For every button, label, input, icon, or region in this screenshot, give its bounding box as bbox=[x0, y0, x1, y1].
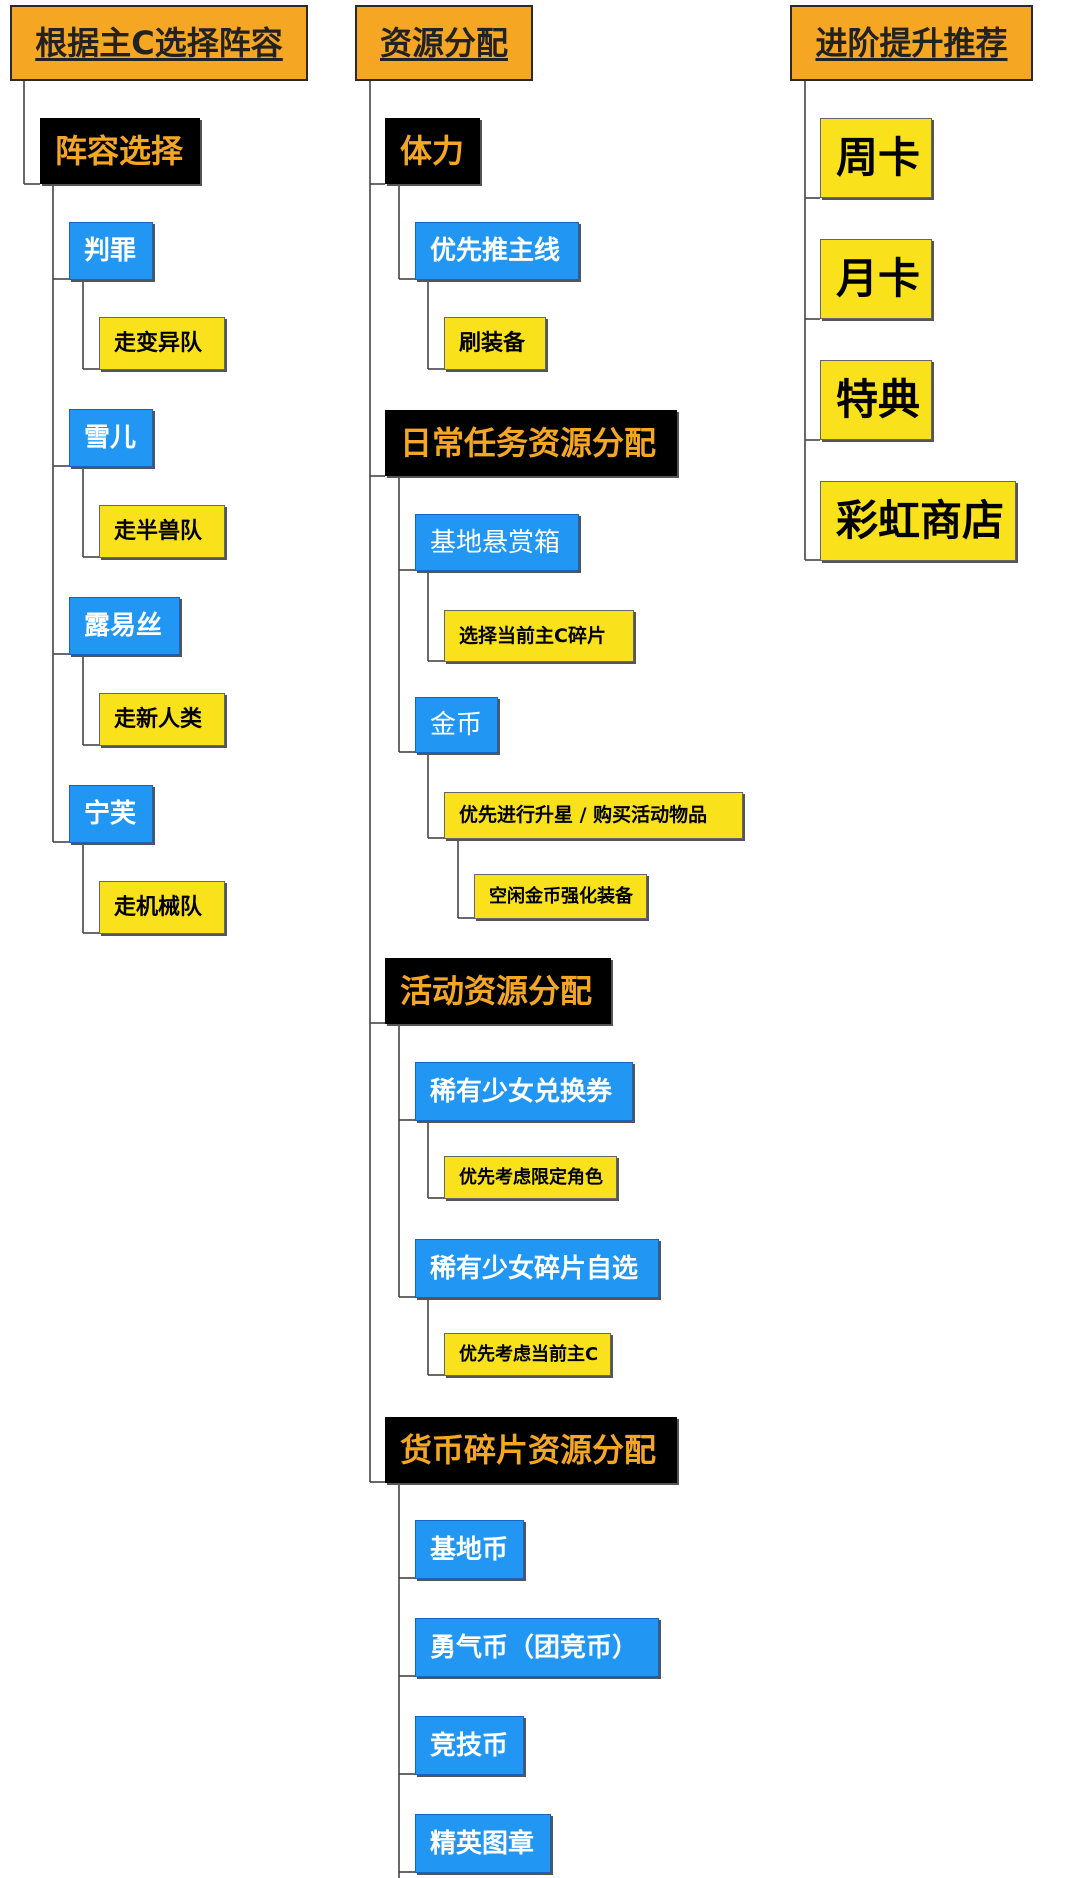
gold-enhance-equipment[interactable]: 空闲金币强化装备 bbox=[474, 874, 647, 919]
hero-xueer[interactable]: 雪儿 bbox=[69, 409, 153, 467]
category-lineup-selection[interactable]: 阵容选择 bbox=[40, 118, 200, 184]
team-new-human[interactable]: 走新人类 bbox=[99, 693, 225, 746]
category-event-resources[interactable]: 活动资源分配 bbox=[385, 958, 611, 1024]
root-resources[interactable]: 资源分配 bbox=[355, 5, 533, 81]
stamina-push-main-story[interactable]: 优先推主线 bbox=[415, 222, 579, 280]
daily-base-bounty-box[interactable]: 基地悬赏箱 bbox=[415, 514, 579, 571]
team-orc[interactable]: 走半兽队 bbox=[99, 505, 225, 558]
bounty-pick-main-c-shards[interactable]: 选择当前主C碎片 bbox=[444, 610, 634, 662]
hero-louise[interactable]: 露易丝 bbox=[69, 597, 180, 655]
gold-star-up-or-buy[interactable]: 优先进行升星 / 购买活动物品 bbox=[444, 792, 743, 839]
shard-current-main-c[interactable]: 优先考虑当前主C bbox=[444, 1333, 611, 1376]
category-daily-tasks[interactable]: 日常任务资源分配 bbox=[385, 410, 677, 476]
root-lineup[interactable]: 根据主C选择阵容 bbox=[10, 5, 308, 81]
advance-rainbow-shop[interactable]: 彩虹商店 bbox=[820, 481, 1016, 561]
hero-ningfu[interactable]: 宁芙 bbox=[69, 785, 153, 843]
voucher-limited-characters[interactable]: 优先考虑限定角色 bbox=[444, 1156, 617, 1199]
root-advance[interactable]: 进阶提升推荐 bbox=[790, 5, 1033, 81]
currency-arena-coin[interactable]: 竞技币 bbox=[415, 1716, 524, 1775]
category-currency-shards[interactable]: 货币碎片资源分配 bbox=[385, 1417, 677, 1483]
advance-special[interactable]: 特典 bbox=[820, 360, 932, 440]
advance-weekly-card[interactable]: 周卡 bbox=[820, 118, 932, 198]
advance-monthly-card[interactable]: 月卡 bbox=[820, 239, 932, 319]
team-mechanical[interactable]: 走机械队 bbox=[99, 881, 225, 934]
currency-courage-coin[interactable]: 勇气币（团竞币） bbox=[415, 1618, 659, 1677]
currency-base-coin[interactable]: 基地币 bbox=[415, 1520, 524, 1579]
event-rare-girl-voucher[interactable]: 稀有少女兑换券 bbox=[415, 1062, 633, 1121]
event-rare-girl-shard-select[interactable]: 稀有少女碎片自选 bbox=[415, 1239, 659, 1298]
daily-gold[interactable]: 金币 bbox=[415, 697, 498, 753]
team-mutant[interactable]: 走变异队 bbox=[99, 317, 225, 370]
category-stamina[interactable]: 体力 bbox=[385, 118, 480, 184]
currency-elite-badge[interactable]: 精英图章 bbox=[415, 1814, 551, 1873]
stamina-farm-equipment[interactable]: 刷装备 bbox=[444, 317, 546, 370]
hero-panzui[interactable]: 判罪 bbox=[69, 222, 153, 280]
